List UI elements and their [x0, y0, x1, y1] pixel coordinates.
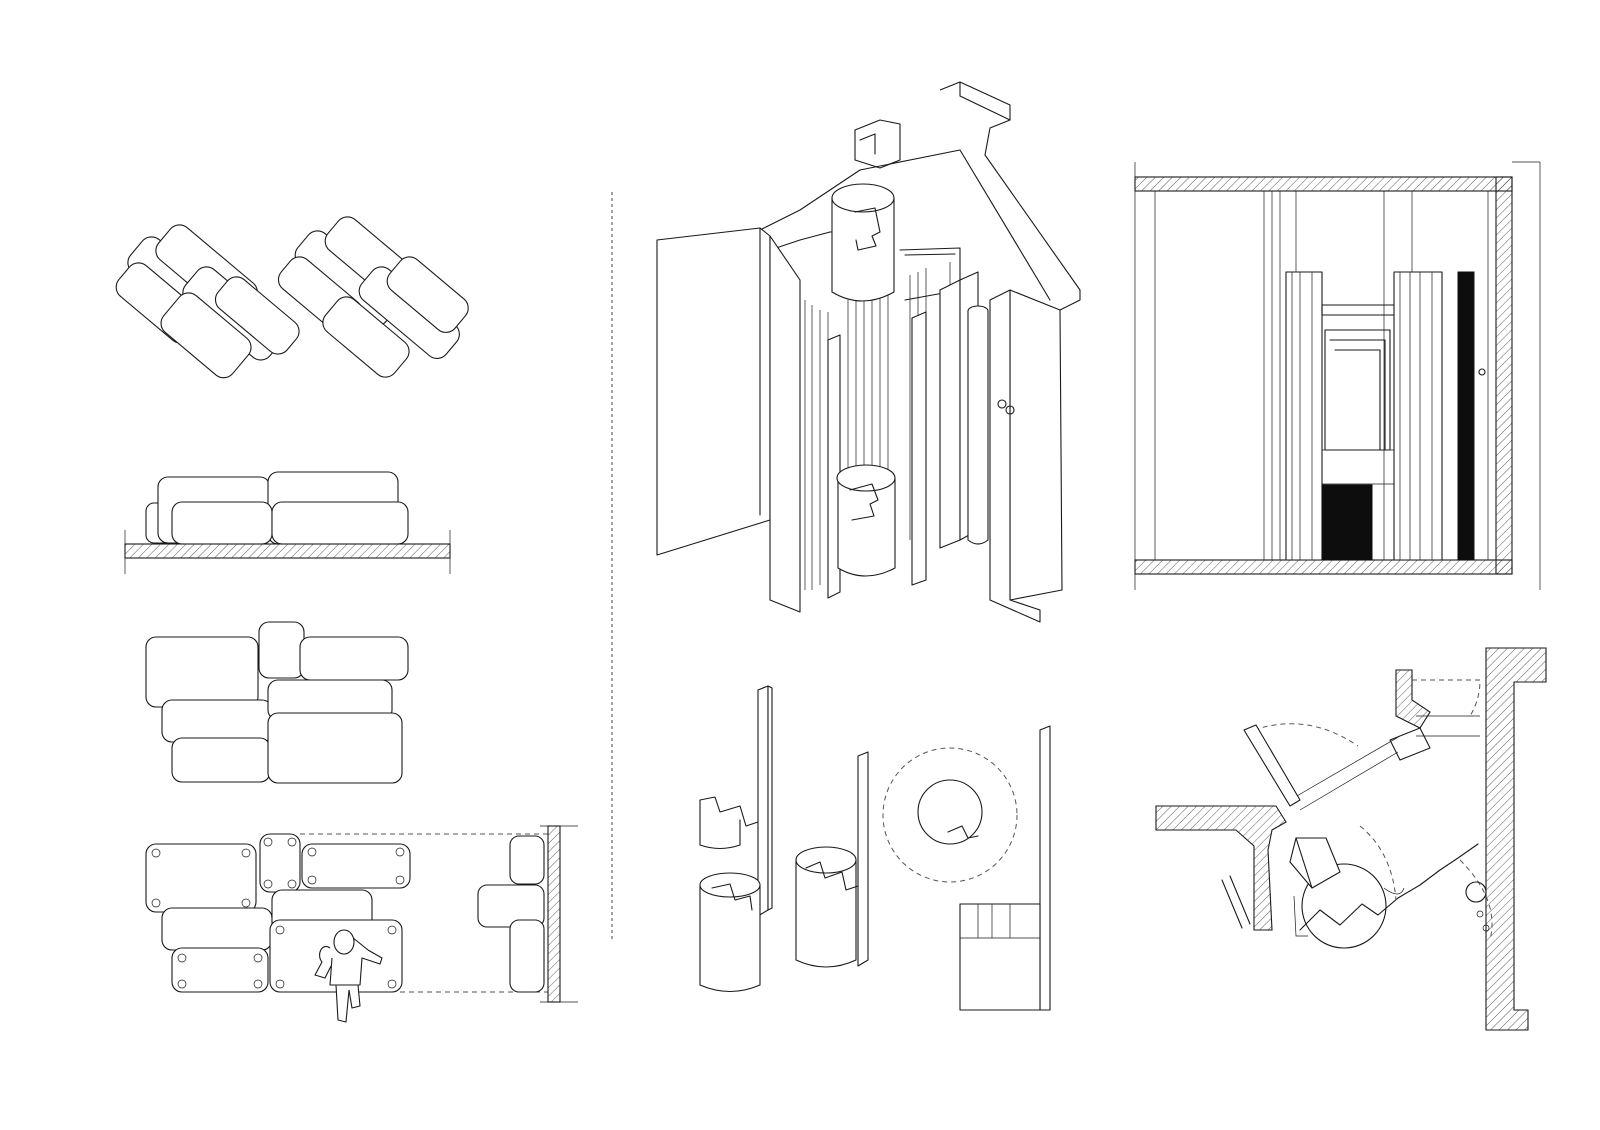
cushion-elevation	[124, 471, 451, 574]
person-figure	[314, 929, 383, 1023]
cushion-axonometric	[115, 216, 469, 379]
installation-section	[1134, 161, 1541, 590]
cushion-cluster-right	[277, 216, 469, 378]
installation-axonometric	[656, 81, 1081, 623]
cushion-plan-with-figure	[145, 825, 578, 1023]
component-details	[699, 685, 1051, 1011]
installation-floor-plan	[1155, 647, 1547, 1031]
cushion-cluster-left	[115, 224, 300, 379]
cushion-plan	[145, 621, 409, 784]
